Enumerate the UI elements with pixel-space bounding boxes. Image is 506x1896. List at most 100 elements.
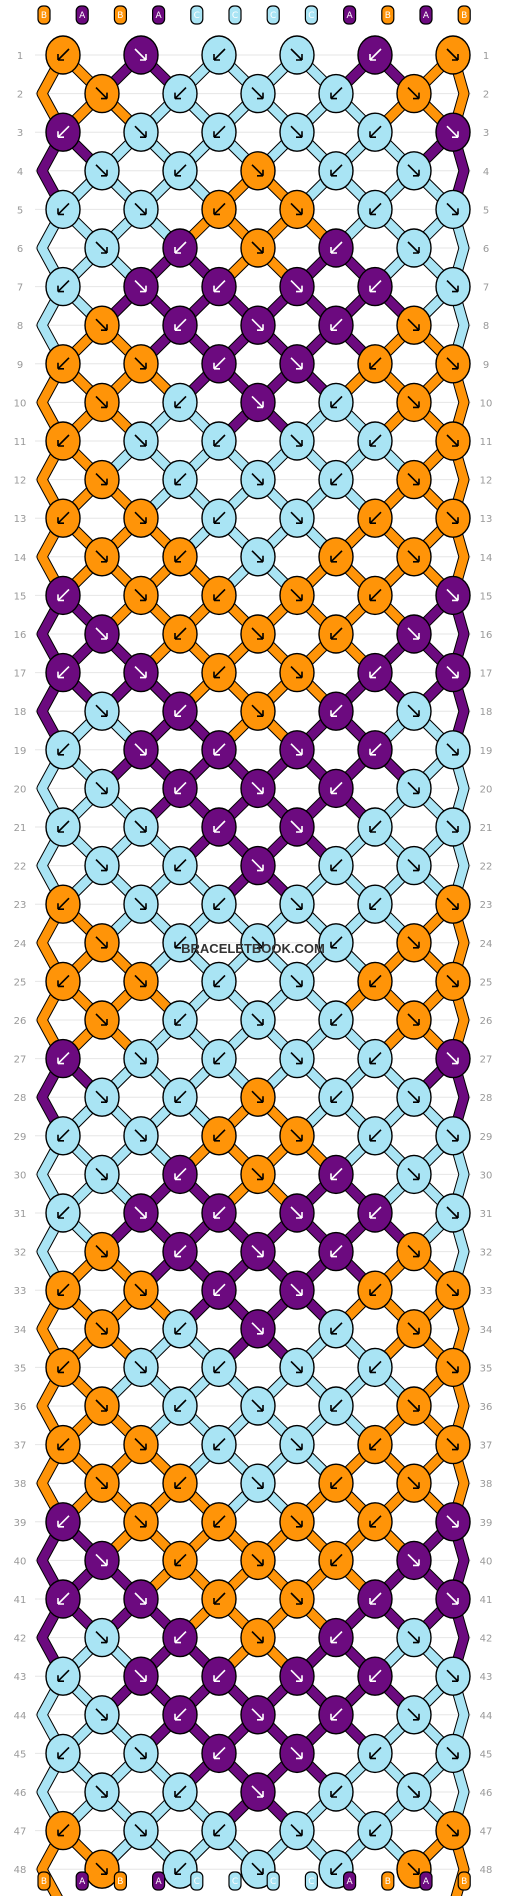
arrow-down-right-icon — [407, 1553, 420, 1567]
arrow-down-right-icon — [95, 318, 108, 331]
arrow-down-left-icon — [330, 1399, 343, 1412]
arrow-down-left-icon — [57, 588, 70, 602]
arrow-down-left-icon — [174, 241, 187, 254]
arrow-down-left-icon — [369, 1824, 382, 1837]
row-number-right: 34 — [480, 1325, 493, 1336]
arrow-down-right-icon — [134, 1746, 147, 1760]
arrow-down-left-icon — [369, 357, 382, 370]
arrow-down-left-icon — [213, 1438, 226, 1451]
arrow-down-right-icon — [290, 1824, 303, 1837]
knot — [396, 1154, 432, 1195]
string-label: B — [385, 11, 391, 21]
arrow-down-left-icon — [369, 1746, 382, 1760]
row-number-right: 5 — [483, 205, 489, 216]
arrow-down-left-icon — [369, 588, 382, 602]
string-bottom: A — [152, 1871, 166, 1891]
knot — [123, 1579, 159, 1619]
knot — [357, 1579, 393, 1619]
arrow-down-left-icon — [369, 1052, 382, 1065]
knot — [201, 1193, 237, 1233]
arrow-down-right-icon — [407, 627, 420, 640]
arrow-down-left-icon — [57, 1515, 70, 1528]
arrow-down-right-icon — [407, 395, 420, 409]
knot — [123, 498, 159, 538]
arrow-down-right-icon — [251, 1245, 264, 1258]
row-number-left: 9 — [17, 360, 23, 371]
arrow-down-right-icon — [134, 820, 147, 833]
arrow-down-left-icon — [213, 48, 226, 61]
knot — [240, 1540, 276, 1581]
row-number-left: 14 — [14, 553, 27, 564]
knot — [45, 1038, 81, 1079]
row-number-right: 27 — [480, 1055, 493, 1066]
arrow-down-left-icon — [369, 511, 382, 524]
arrow-down-left-icon — [369, 974, 382, 988]
arrow-down-right-icon — [446, 280, 459, 293]
knot — [84, 1617, 120, 1658]
knot — [240, 1617, 276, 1658]
arrow-down-right-icon — [95, 241, 108, 254]
knot — [357, 1347, 393, 1388]
string-end — [343, 1871, 357, 1891]
knot — [357, 112, 393, 152]
knot — [162, 228, 198, 268]
arrow-down-right-icon — [407, 1013, 420, 1026]
row-number-left: 30 — [14, 1170, 27, 1181]
knot — [357, 498, 393, 538]
string-end — [343, 5, 357, 25]
arrow-down-right-icon — [290, 974, 303, 988]
arrow-down-right-icon — [134, 897, 147, 910]
string-label: A — [347, 1877, 354, 1887]
knot — [123, 266, 159, 307]
arrow-down-right-icon — [134, 1283, 147, 1296]
arrow-down-left-icon — [57, 511, 70, 524]
arrow-down-right-icon — [290, 1746, 303, 1760]
knot — [318, 1231, 354, 1272]
knot — [318, 1540, 354, 1581]
knot — [162, 1077, 198, 1117]
arrow-down-right-icon — [134, 125, 147, 138]
arrow-down-right-icon — [95, 1631, 108, 1644]
string-end — [75, 5, 89, 25]
knot — [201, 652, 237, 693]
knot — [357, 266, 393, 307]
arrow-down-left-icon — [213, 1669, 226, 1682]
arrow-down-left-icon — [330, 1785, 343, 1798]
knot — [123, 1810, 159, 1851]
arrow-down-left-icon — [330, 1476, 343, 1489]
string-end — [266, 1871, 280, 1891]
arrow-down-right-icon — [134, 1515, 147, 1528]
arrow-down-left-icon — [174, 1090, 187, 1103]
row-number-left: 47 — [14, 1827, 27, 1838]
arrow-down-right-icon — [446, 1438, 459, 1451]
row-number-left: 33 — [14, 1286, 27, 1297]
knot — [162, 382, 198, 423]
row-number-right: 26 — [480, 1016, 493, 1027]
knot — [45, 498, 81, 538]
row-number-right: 37 — [480, 1441, 493, 1452]
knot — [162, 845, 198, 886]
knot — [357, 1810, 393, 1851]
arrow-down-left-icon — [369, 125, 382, 138]
knot — [396, 228, 432, 268]
arrow-down-right-icon — [290, 1206, 303, 1219]
arrow-down-left-icon — [213, 666, 226, 679]
arrow-down-left-icon — [174, 781, 187, 795]
arrow-down-right-icon — [446, 48, 459, 61]
knot — [357, 1270, 393, 1310]
knot — [162, 1000, 198, 1040]
knot — [162, 73, 198, 114]
arrow-down-right-icon — [251, 1708, 264, 1721]
arrow-down-right-icon — [95, 550, 108, 563]
string-label: C — [232, 1877, 238, 1887]
knot — [279, 1347, 315, 1388]
arrow-down-right-icon — [290, 511, 303, 524]
knot — [396, 1463, 432, 1503]
knot — [162, 1849, 198, 1889]
knot — [240, 1309, 276, 1349]
row-number-left: 22 — [14, 862, 27, 873]
knot — [201, 807, 237, 847]
string-label: B — [117, 11, 123, 21]
knot — [396, 1540, 432, 1581]
